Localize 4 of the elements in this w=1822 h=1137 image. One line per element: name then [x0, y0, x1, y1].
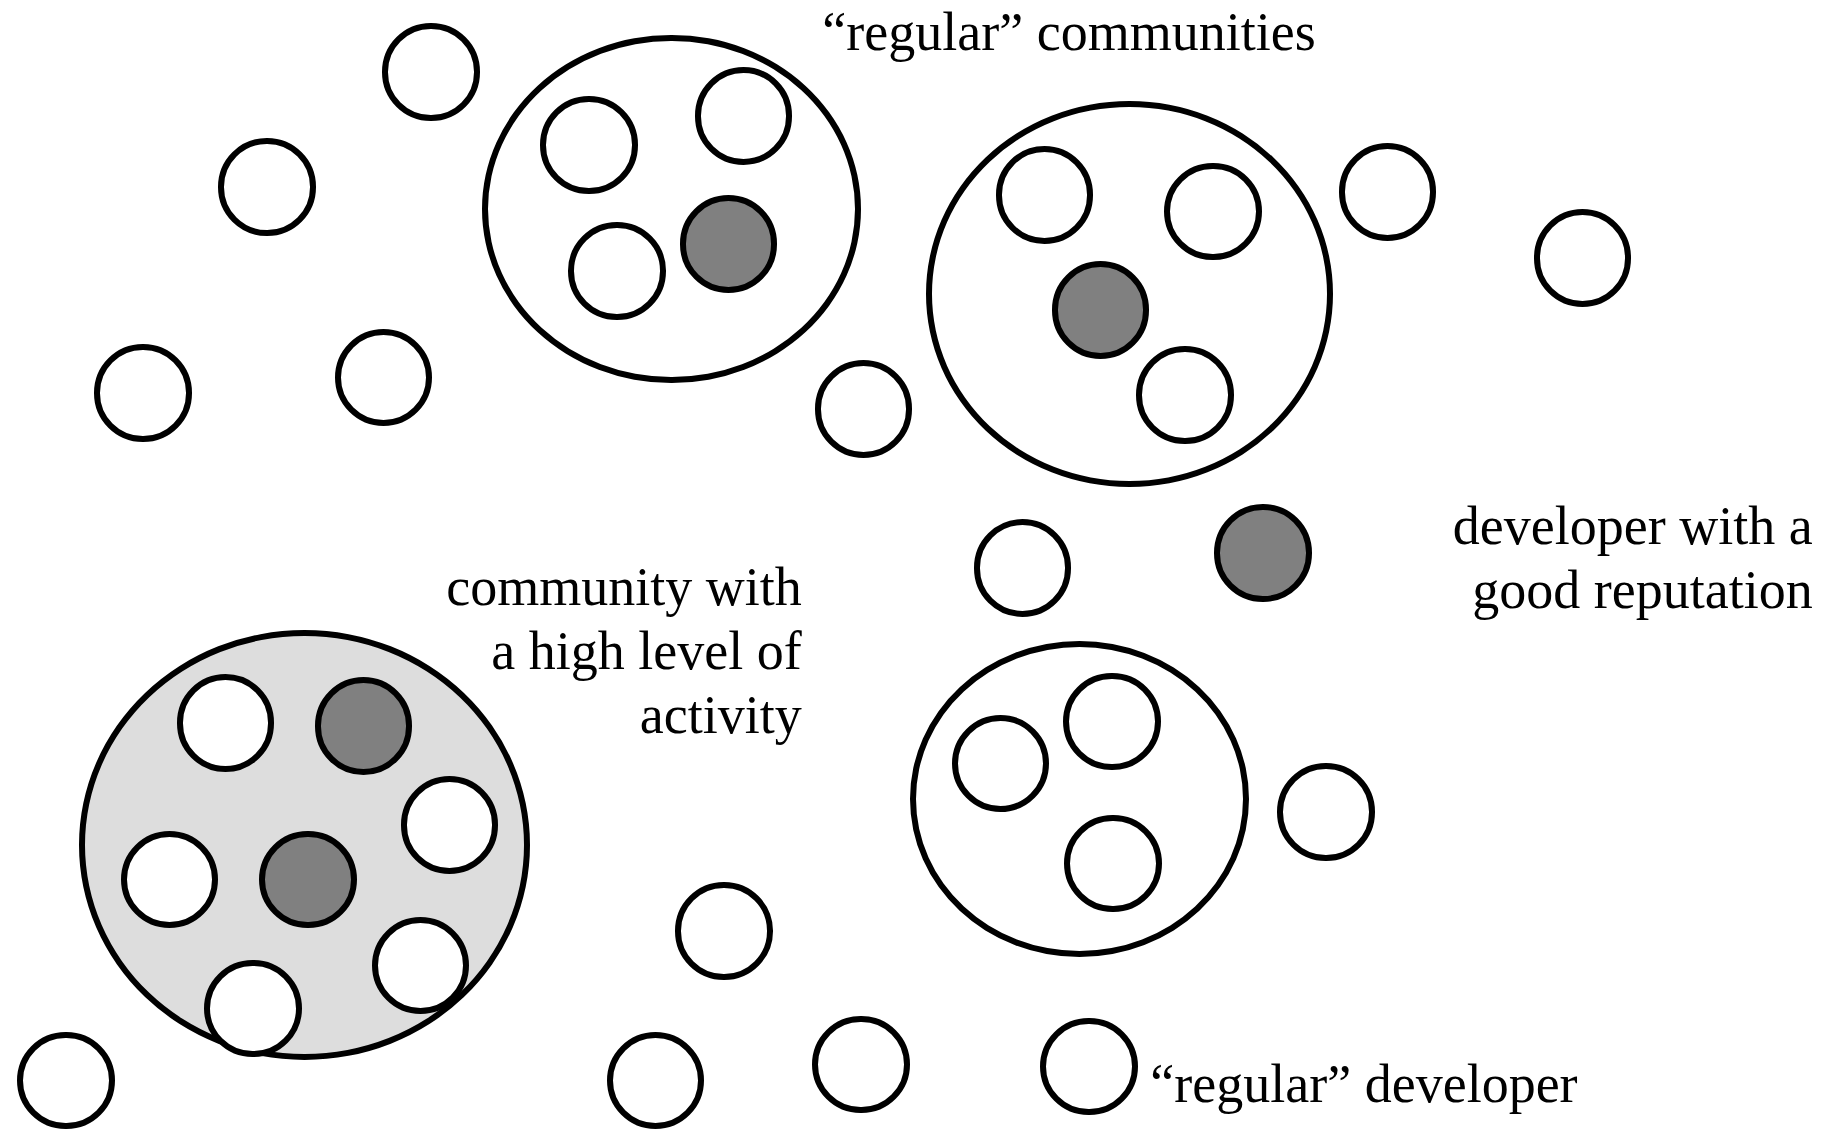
callout-text: developer with a good reputation — [1451, 494, 1813, 622]
callout-text: community with a high level of activity — [445, 556, 802, 748]
label-text: “regular” communities — [821, 1, 1317, 64]
callout-text: “regular” developer — [1150, 1052, 1579, 1116]
